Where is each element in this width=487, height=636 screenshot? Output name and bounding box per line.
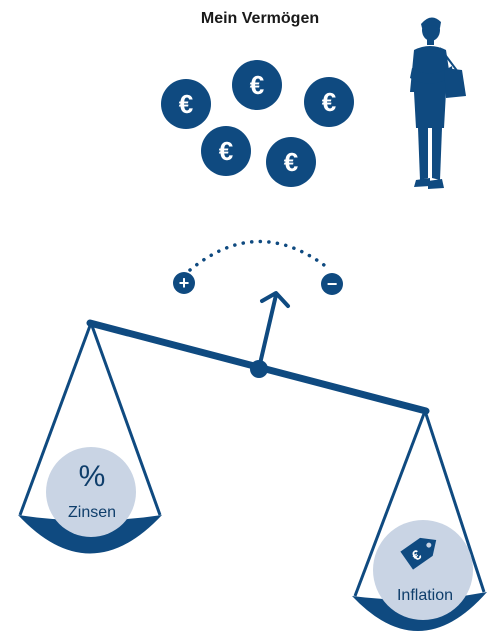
euro-symbol: € <box>284 147 298 177</box>
euro-coin-icon: € <box>266 137 316 187</box>
tilt-arc <box>188 239 330 272</box>
woman-figure-icon <box>410 17 466 189</box>
euro-coin-icon: € <box>161 79 211 129</box>
euro-symbol: € <box>219 136 233 166</box>
plus-icon: + <box>173 272 195 294</box>
euro-symbol: € <box>250 70 264 100</box>
euro-coin-icon: € <box>232 60 282 110</box>
coin-group: € € € € € <box>161 60 354 187</box>
left-pan <box>18 447 162 554</box>
percent-icon: % <box>78 460 106 493</box>
inflation-label: Inflation <box>396 587 454 604</box>
left-pan-strings <box>18 322 162 516</box>
minus-symbol: − <box>327 274 338 294</box>
inflation-circle <box>373 520 473 620</box>
zinsen-circle <box>46 447 136 537</box>
euro-coin-icon: € <box>201 126 251 176</box>
euro-coin-icon: € <box>304 77 354 127</box>
right-pan-strings <box>353 410 486 597</box>
euro-symbol: € <box>179 89 193 119</box>
minus-icon: − <box>321 273 343 295</box>
zinsen-label: Zinsen <box>67 504 117 521</box>
needle-arrow-icon <box>257 291 290 370</box>
euro-symbol: € <box>322 87 336 117</box>
beam-pivot <box>250 360 268 378</box>
page-title: Mein Vermögen <box>200 10 320 27</box>
right-pan: € <box>352 520 487 632</box>
plus-symbol: + <box>179 273 190 293</box>
price-tag-euro-icon: € <box>400 537 437 570</box>
